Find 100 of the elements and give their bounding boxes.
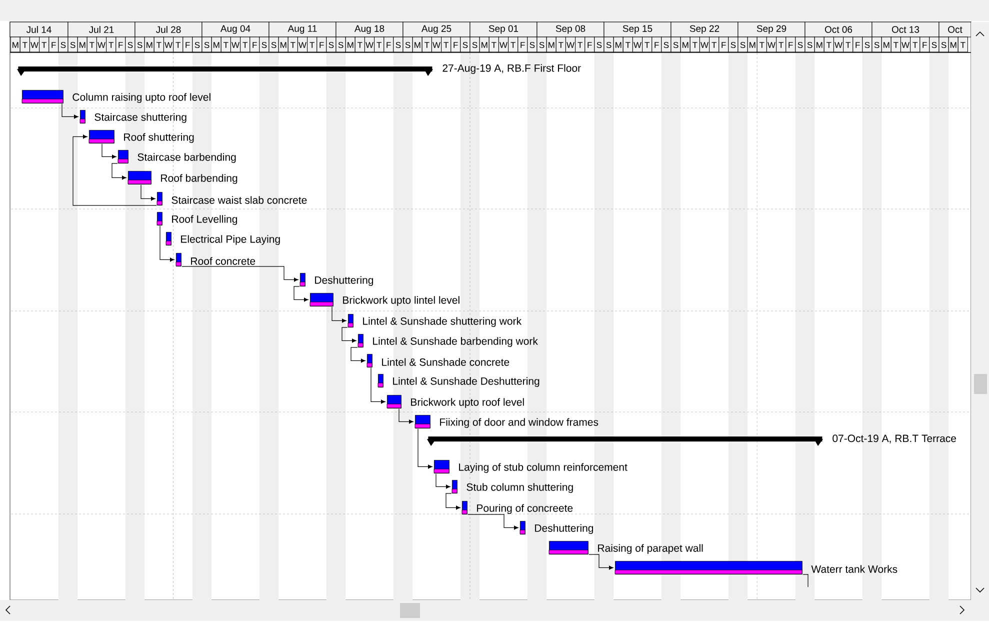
task-label: Deshuttering <box>535 524 594 534</box>
day-header: S <box>661 36 672 52</box>
day-header: T <box>39 36 50 52</box>
task-label: Roof shuttering <box>124 133 194 143</box>
task-label: Fiixing of door and window frames <box>440 418 598 428</box>
task-label: Raising of parapet wall <box>598 544 703 554</box>
day-header: F <box>316 36 327 52</box>
day-header: S <box>862 36 872 52</box>
day-header: S <box>402 36 413 52</box>
day-header: M <box>948 36 958 52</box>
dependency-arrow <box>294 286 308 302</box>
day-header: T <box>776 36 786 52</box>
day-header: S <box>68 36 78 52</box>
day-header: T <box>20 36 30 52</box>
day-header: M <box>479 36 490 52</box>
day-header: T <box>756 36 767 52</box>
dependency-arrow <box>342 327 356 343</box>
day-header: S <box>938 36 949 52</box>
day-header: W <box>766 36 777 52</box>
task-label: Staircase waist slab concrete <box>172 196 307 204</box>
day-header: W <box>632 36 643 52</box>
day-header: M <box>10 36 20 52</box>
task-label: Lintel & Sunshade barbending work <box>373 337 538 347</box>
day-header: W <box>498 36 509 52</box>
day-header: T <box>86 36 97 52</box>
day-header: S <box>326 36 336 52</box>
day-header: F <box>182 36 193 52</box>
day-header: S <box>58 36 68 52</box>
day-header: W <box>364 36 375 52</box>
day-header: M <box>77 36 88 52</box>
dependency-arrow <box>436 474 450 489</box>
day-header: S <box>202 36 212 52</box>
day-header: S <box>670 36 681 52</box>
dependency-arrow <box>102 144 116 159</box>
day-header: S <box>872 36 882 52</box>
task-label: 27-Aug-19 A, RB.F First Floor <box>442 64 581 74</box>
day-header: T <box>173 36 184 52</box>
day-header: F <box>116 36 126 52</box>
task-label: 07-Oct-19 A, RB.T Terrace <box>832 434 956 444</box>
day-header: F <box>518 36 528 52</box>
dependency-arrow <box>468 514 518 530</box>
day-header: S <box>795 36 806 52</box>
day-header: M <box>680 36 690 52</box>
task-label: Staircase shuttering <box>94 113 186 123</box>
day-header: M <box>814 36 824 52</box>
day-header: T <box>374 36 384 52</box>
dependency-arrow <box>72 134 157 206</box>
day-header: S <box>192 36 202 52</box>
day-header: S <box>738 36 748 52</box>
day-header: M <box>613 36 624 52</box>
day-header: F <box>852 36 863 52</box>
day-header: S <box>460 36 470 52</box>
day-header: M <box>278 36 288 52</box>
task-label: Lintel & Sunshade concrete <box>382 358 510 366</box>
dependency-arrow <box>418 428 432 469</box>
day-header: F <box>786 36 796 52</box>
day-header: T <box>843 36 854 52</box>
task-label: Lintel & Sunshade Deshuttering <box>393 377 540 387</box>
dependency-arrow <box>446 493 460 510</box>
day-header: W <box>29 36 40 52</box>
day-header: S <box>536 36 547 52</box>
day-header: M <box>211 36 222 52</box>
day-header: T <box>622 36 633 52</box>
day-header: S <box>134 36 145 52</box>
day-header: F <box>920 36 930 52</box>
dependency-arrow <box>588 554 614 570</box>
task-label: Deshuttering <box>315 276 374 286</box>
day-header: S <box>125 36 136 52</box>
task-label: Roof concrete <box>191 257 256 265</box>
day-header: T <box>240 36 250 52</box>
day-header: F <box>48 36 59 52</box>
day-header: T <box>824 36 834 52</box>
day-header: S <box>527 36 538 52</box>
day-header: M <box>881 36 892 52</box>
day-header: W <box>163 36 174 52</box>
task-label: Stub column shuttering <box>466 483 573 493</box>
task-label: Lintel & Sunshade shuttering work <box>363 317 522 327</box>
day-header: S <box>604 36 614 52</box>
task-label: Roof Levelling <box>172 215 238 225</box>
task-label: Laying of stub column reinforcement <box>459 463 628 473</box>
dependency-arrow <box>62 104 78 119</box>
day-header: M <box>747 36 758 52</box>
day-header: S <box>259 36 270 52</box>
day-header: T <box>642 36 652 52</box>
day-header: S <box>470 36 480 52</box>
day-header: T <box>154 36 164 52</box>
dependency-arrow <box>398 408 414 424</box>
day-header: T <box>354 36 365 52</box>
day-header: W <box>900 36 911 52</box>
day-header: T <box>958 36 968 52</box>
day-header: T <box>709 36 720 52</box>
day-header: T <box>441 36 452 52</box>
day-header: T <box>288 36 298 52</box>
task-label: Column raising upto roof level <box>72 93 210 103</box>
day-header: F <box>718 36 729 52</box>
day-header: T <box>890 36 901 52</box>
day-header: S <box>929 36 940 52</box>
day-header: F <box>652 36 662 52</box>
task-label: Waterr tank Works <box>811 565 898 573</box>
task-label: Brickwork upto roof level <box>411 398 524 408</box>
